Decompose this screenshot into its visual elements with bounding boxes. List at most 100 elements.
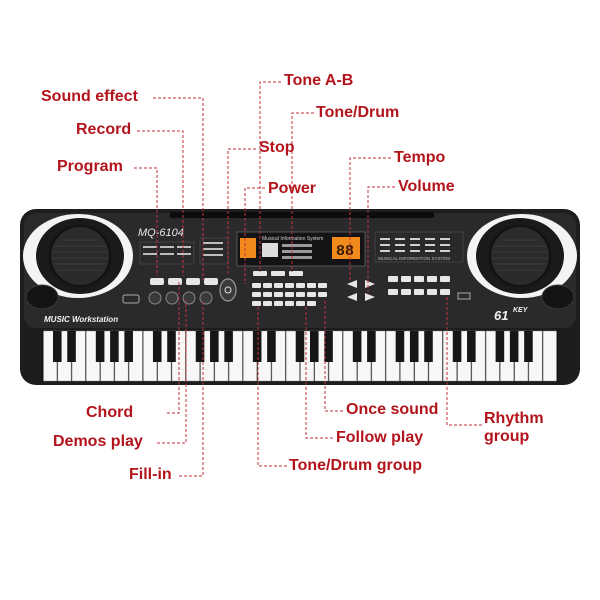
left-small-grille: [25, 284, 59, 310]
tone-drum-keypad: [252, 283, 327, 306]
program-button[interactable]: [168, 278, 182, 285]
label-tone-drum: Tone/Drum: [316, 104, 400, 121]
volume-up-button[interactable]: [347, 293, 357, 301]
led-readout-value: 88: [336, 243, 354, 260]
keypad-16[interactable]: [263, 301, 272, 306]
rhythm-7[interactable]: [401, 289, 411, 295]
keypad-10[interactable]: [274, 292, 283, 297]
label-tempo: Tempo: [394, 149, 446, 166]
right-small-grille: [541, 284, 575, 310]
black-key[interactable]: [424, 331, 433, 362]
label-chord: Chord: [86, 404, 134, 421]
info-system-label: MUSICAL INFORMATION SYSTEM: [378, 256, 450, 261]
white-key[interactable]: [542, 330, 557, 382]
black-key[interactable]: [395, 331, 405, 362]
keypad-12[interactable]: [296, 292, 305, 297]
rhythm-3[interactable]: [414, 276, 424, 282]
keypad-11[interactable]: [285, 292, 294, 297]
black-key[interactable]: [524, 331, 533, 362]
black-key[interactable]: [210, 331, 219, 362]
leader-chord: [167, 282, 180, 414]
power-button[interactable]: [219, 278, 237, 302]
sync-button[interactable]: [182, 291, 196, 305]
black-key[interactable]: [409, 331, 419, 362]
leader-tone-ab: [259, 81, 281, 272]
usb-port-icon: [457, 292, 471, 300]
rhythm-5[interactable]: [440, 276, 450, 282]
keypad-13[interactable]: [307, 292, 316, 297]
keypad-2[interactable]: [263, 283, 272, 288]
fill-in-button[interactable]: [165, 291, 179, 305]
keypad-7[interactable]: [318, 283, 327, 288]
keypad-20[interactable]: [307, 301, 316, 306]
black-key[interactable]: [252, 331, 262, 362]
black-key[interactable]: [267, 331, 276, 362]
keypad-18[interactable]: [285, 301, 294, 306]
demos-play-button[interactable]: [148, 291, 162, 305]
label-rhythm-group-line1: Rhythm: [484, 410, 544, 427]
volume-down-button[interactable]: [365, 293, 375, 301]
leader-rhythm-group: [446, 296, 482, 426]
rhythm-6[interactable]: [388, 289, 398, 295]
black-key[interactable]: [95, 331, 105, 362]
black-key[interactable]: [324, 331, 333, 362]
rhythm-1[interactable]: [388, 276, 398, 282]
black-key[interactable]: [495, 331, 505, 362]
keypad-8[interactable]: [252, 292, 261, 297]
chord-button[interactable]: [150, 278, 164, 285]
black-key[interactable]: [452, 331, 462, 362]
label-record: Record: [76, 121, 132, 138]
start-button[interactable]: [199, 291, 213, 305]
keypad-17[interactable]: [274, 301, 283, 306]
rhythm-9[interactable]: [427, 289, 437, 295]
leader-power: [244, 187, 265, 284]
small-labels-left: [143, 242, 223, 256]
black-key[interactable]: [167, 331, 176, 362]
rhythm-4[interactable]: [427, 276, 437, 282]
info-system-block: MUSICAL INFORMATION SYSTEM: [374, 231, 464, 263]
rhythm-8[interactable]: [414, 289, 424, 295]
black-key[interactable]: [467, 331, 476, 362]
black-key[interactable]: [67, 331, 76, 362]
label-tone-ab: Tone A-B: [284, 72, 354, 89]
leader-sound-effect: [153, 97, 204, 280]
tone-a-b-button[interactable]: [253, 271, 267, 276]
keypad-1[interactable]: [252, 283, 261, 288]
black-key[interactable]: [509, 331, 519, 362]
key-count-number: 61: [494, 308, 508, 323]
keypad-15[interactable]: [252, 301, 261, 306]
keypad-4[interactable]: [285, 283, 294, 288]
led-readout: [332, 237, 360, 259]
keypad-14[interactable]: [318, 292, 327, 297]
black-key[interactable]: [195, 331, 205, 362]
keypad-9[interactable]: [263, 292, 272, 297]
keypad-6[interactable]: [307, 283, 316, 288]
rhythm-2[interactable]: [401, 276, 411, 282]
tone-drum-button[interactable]: [289, 271, 303, 276]
black-key[interactable]: [295, 331, 305, 362]
label-fill-in: Fill-in: [129, 466, 172, 483]
black-key[interactable]: [367, 331, 376, 362]
rhythm-10[interactable]: [440, 289, 450, 295]
stop-button[interactable]: [271, 271, 285, 276]
black-key[interactable]: [110, 331, 119, 362]
label-program: Program: [57, 158, 123, 175]
left-button-row-1: [150, 278, 218, 285]
record-button[interactable]: [186, 278, 200, 285]
sound-effect-button[interactable]: [204, 278, 218, 285]
keypad-5[interactable]: [296, 283, 305, 288]
series-text: MUSIC Workstation: [44, 315, 118, 324]
keypad-19[interactable]: [296, 301, 305, 306]
tempo-up-button[interactable]: [347, 280, 357, 288]
keypad-3[interactable]: [274, 283, 283, 288]
black-key[interactable]: [224, 331, 233, 362]
label-follow-play: Follow play: [336, 429, 424, 446]
music-stand-slot: [170, 212, 434, 218]
black-key[interactable]: [124, 331, 133, 362]
black-key[interactable]: [309, 331, 319, 362]
leader-fill-in: [179, 300, 204, 477]
black-key[interactable]: [52, 331, 62, 362]
black-key[interactable]: [152, 331, 162, 362]
black-key[interactable]: [352, 331, 362, 362]
label-stop: Stop: [259, 139, 295, 156]
